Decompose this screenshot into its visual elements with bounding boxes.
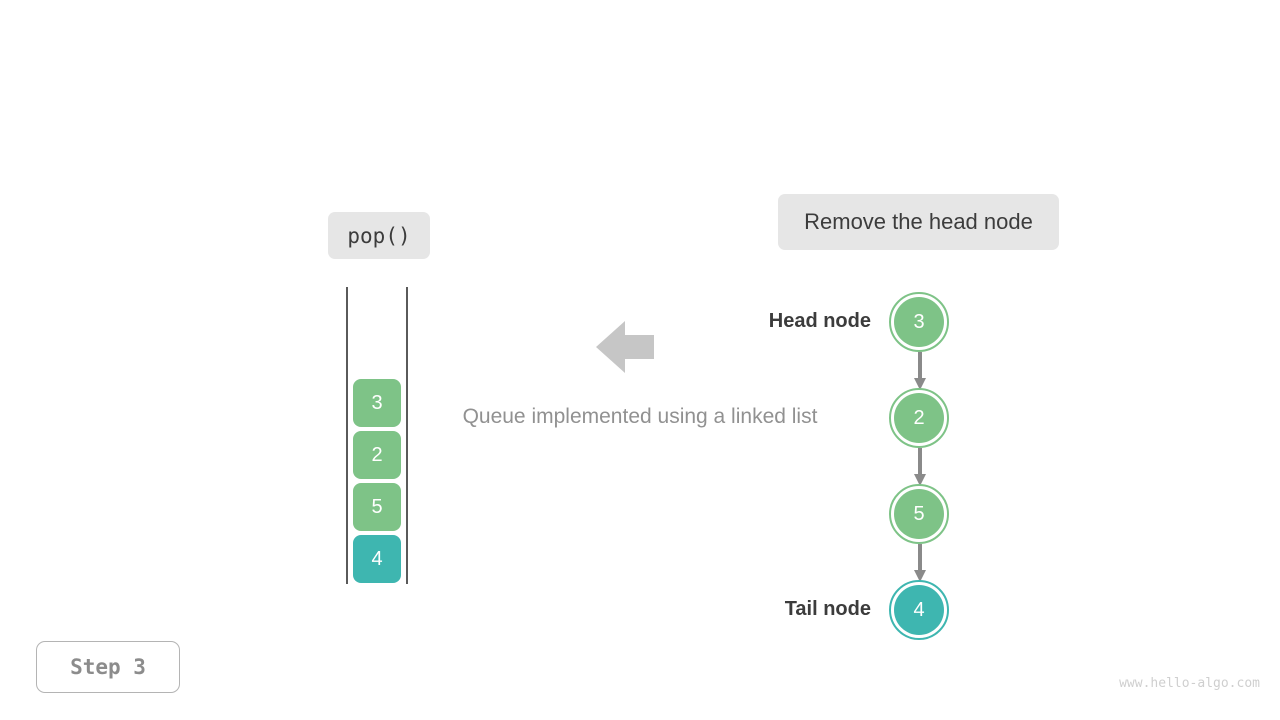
list-node-circle: 5 [894,489,944,539]
list-node-value: 4 [913,598,925,621]
operation-label-text: pop() [347,223,411,248]
list-node-value: 5 [913,502,925,525]
diagram-caption: Queue implemented using a linked list [462,405,818,428]
list-node-circle: 4 [894,585,944,635]
list-node: 3 [889,292,949,352]
operation-label: pop() [328,212,430,259]
list-node: 5 [889,484,949,544]
queue-right-rail [406,287,408,584]
queue-left-rail [346,287,348,584]
queue-cell: 4 [353,535,401,583]
arrow-down-icon [913,448,927,488]
tail-node-label: Tail node [784,598,871,620]
linked-list-diagram: 3 2 5 4 [889,292,951,640]
list-node: 2 [889,388,949,448]
head-node-label: Head node [768,310,871,332]
arrow-down-icon [913,544,927,584]
action-description-label: Remove the head node [778,194,1059,250]
list-node-circle: 2 [894,393,944,443]
step-badge-text: Step 3 [70,655,146,679]
action-description-text: Remove the head node [804,209,1033,234]
arrow-down-icon [913,352,927,392]
queue-cell-value: 5 [371,495,383,518]
queue-cell-value: 2 [371,443,383,466]
list-node-circle: 3 [894,297,944,347]
watermark: www.hello-algo.com [1119,676,1260,691]
list-node-value: 3 [913,310,925,333]
queue-cell-list: 3 2 5 4 [353,379,401,583]
step-badge: Step 3 [36,641,180,693]
list-node-value: 2 [913,406,925,429]
queue-array-diagram: 3 2 5 4 [345,287,409,584]
queue-cell-value: 4 [371,547,383,570]
list-node: 4 [889,580,949,640]
queue-cell: 3 [353,379,401,427]
queue-cell: 5 [353,483,401,531]
queue-cell: 2 [353,431,401,479]
queue-cell-value: 3 [371,391,383,414]
arrow-left-icon [596,320,654,374]
